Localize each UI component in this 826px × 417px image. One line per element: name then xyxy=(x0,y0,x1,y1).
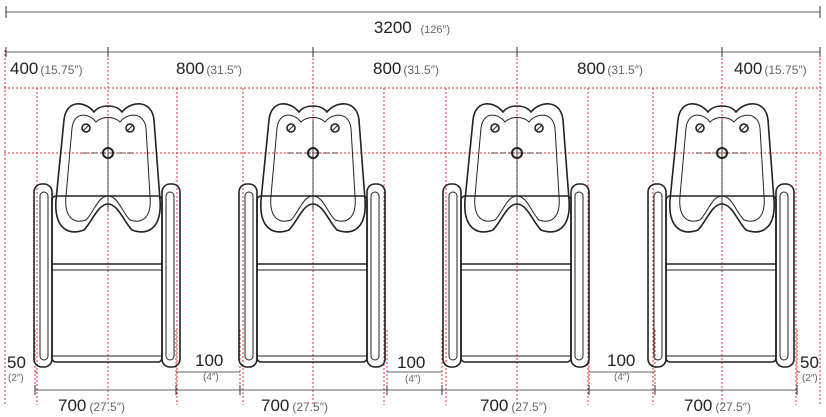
gap-dimension-inches: (2″) xyxy=(802,373,818,384)
overall-dimension-value: 3200 xyxy=(374,18,412,37)
shampoo-unit xyxy=(33,103,181,368)
gap-dimension-inches: (4″) xyxy=(405,374,421,385)
faucet-knob-left xyxy=(490,123,500,133)
bottom-dimension-value: 700 xyxy=(480,396,508,415)
faucet-knob-left-mark xyxy=(696,124,704,132)
faucet-knob-right xyxy=(125,123,135,133)
chair-left-arm xyxy=(238,183,258,368)
faucet-knob-left xyxy=(286,123,296,133)
chair-right-arm xyxy=(570,183,590,368)
gap-dimension-value: 100 xyxy=(195,351,223,370)
chair-right-arm-inner xyxy=(165,191,175,361)
gap-dimension-inches: (4″) xyxy=(203,372,219,383)
shampoo-unit xyxy=(442,103,590,368)
top-dimension-value: 400 xyxy=(734,59,762,78)
chair-body xyxy=(460,195,572,363)
top-dimension-value: 800 xyxy=(176,59,204,78)
chair-right-arm-inner xyxy=(779,191,789,361)
faucet-knob-right-mark xyxy=(535,124,543,132)
top-dimension-4: 800(31.5″) xyxy=(577,59,643,78)
basin-inner xyxy=(474,114,560,222)
overall-dimension: 3200 (126″) xyxy=(374,18,450,37)
basin-outer xyxy=(260,103,366,233)
faucet-knob-left xyxy=(81,123,91,133)
gap-dimension-5: 50 (2″) xyxy=(800,353,819,384)
top-dimension-inches: (31.5″) xyxy=(607,63,643,77)
chair-body xyxy=(665,195,777,363)
chair-right-arm xyxy=(161,183,181,368)
basin-inner xyxy=(679,114,765,222)
basin-outer xyxy=(464,103,570,233)
chair-left-arm xyxy=(442,183,462,368)
faucet-knob-right-mark xyxy=(126,124,134,132)
gap-dimension-value: 100 xyxy=(397,353,425,372)
faucet-knob-right xyxy=(534,123,544,133)
top-dimension-value: 800 xyxy=(373,59,401,78)
top-dimension-1: 400(15.75″) xyxy=(10,59,83,78)
shampoo-unit xyxy=(647,103,795,368)
top-dimension-inches: (15.75″) xyxy=(764,63,806,77)
gap-dimension-4: 100 (4″) xyxy=(607,351,635,383)
gap-dimension-3: 100 (4″) xyxy=(397,353,425,385)
basin-inner xyxy=(270,114,356,222)
chair-body xyxy=(51,195,163,363)
top-dimension-inches: (15.75″) xyxy=(40,63,82,77)
gap-dimension-2: 100 (4″) xyxy=(195,351,223,383)
dimension-lines xyxy=(5,6,821,395)
faucet-knob-left-mark xyxy=(82,124,90,132)
basin-inner xyxy=(65,114,151,222)
faucet-knob-left xyxy=(695,123,705,133)
chair-left-arm-inner xyxy=(39,191,49,361)
faucet-knob-right-mark xyxy=(331,124,339,132)
top-dimension-5: 400(15.75″) xyxy=(734,59,807,78)
faucet-knob-right-mark xyxy=(740,124,748,132)
chair-right-arm xyxy=(366,183,386,368)
faucet-knob-right xyxy=(330,123,340,133)
chair-left-arm xyxy=(33,183,53,368)
chair-right-arm-inner xyxy=(370,191,380,361)
shampoo-unit xyxy=(238,103,386,368)
gap-dimension-1: 50 (2″) xyxy=(7,353,26,384)
bottom-dimension-inches: (27.5″) xyxy=(715,400,751,414)
overall-dimension-inches: (126″) xyxy=(420,24,450,36)
chair-body xyxy=(256,195,368,363)
gap-dimension-value: 50 xyxy=(7,353,26,372)
gap-dimension-inches: (2″) xyxy=(8,373,24,384)
gap-dimension-inches: (4″) xyxy=(614,372,630,383)
gap-dimension-value: 50 xyxy=(800,353,819,372)
bottom-dimension-value: 700 xyxy=(58,396,86,415)
top-dimension-2: 800(31.5″) xyxy=(176,59,242,78)
gap-dimension-value: 100 xyxy=(607,351,635,370)
chair-left-arm-inner xyxy=(448,191,458,361)
bottom-dimension-inches: (27.5″) xyxy=(292,400,328,414)
top-dimension-3: 800(31.5″) xyxy=(373,59,439,78)
bottom-dimension-4: 700(27.5″) xyxy=(684,396,751,415)
bottom-dimension-value: 700 xyxy=(684,396,712,415)
top-dimension-inches: (31.5″) xyxy=(403,63,439,77)
basin-outer xyxy=(669,103,775,233)
top-dimension-value: 400 xyxy=(10,59,38,78)
chair-left-arm-inner xyxy=(244,191,254,361)
faucet-knob-left-mark xyxy=(287,124,295,132)
bottom-dimension-3: 700(27.5″) xyxy=(480,396,547,415)
chair-right-arm-inner xyxy=(574,191,584,361)
top-dimension-value: 800 xyxy=(577,59,605,78)
bottom-dimension-inches: (27.5″) xyxy=(511,400,547,414)
bottom-dimension-2: 700(27.5″) xyxy=(261,396,328,415)
faucet-knob-right xyxy=(739,123,749,133)
chair-left-arm xyxy=(647,183,667,368)
bottom-dimension-inches: (27.5″) xyxy=(89,400,125,414)
shampoo-units xyxy=(33,103,795,368)
faucet-knob-left-mark xyxy=(491,124,499,132)
chair-left-arm-inner xyxy=(653,191,663,361)
basin-outer xyxy=(55,103,161,233)
top-dimension-inches: (31.5″) xyxy=(206,63,242,77)
bottom-dimension-value: 700 xyxy=(261,396,289,415)
bottom-dimension-1: 700(27.5″) xyxy=(58,396,125,415)
chair-right-arm xyxy=(775,183,795,368)
